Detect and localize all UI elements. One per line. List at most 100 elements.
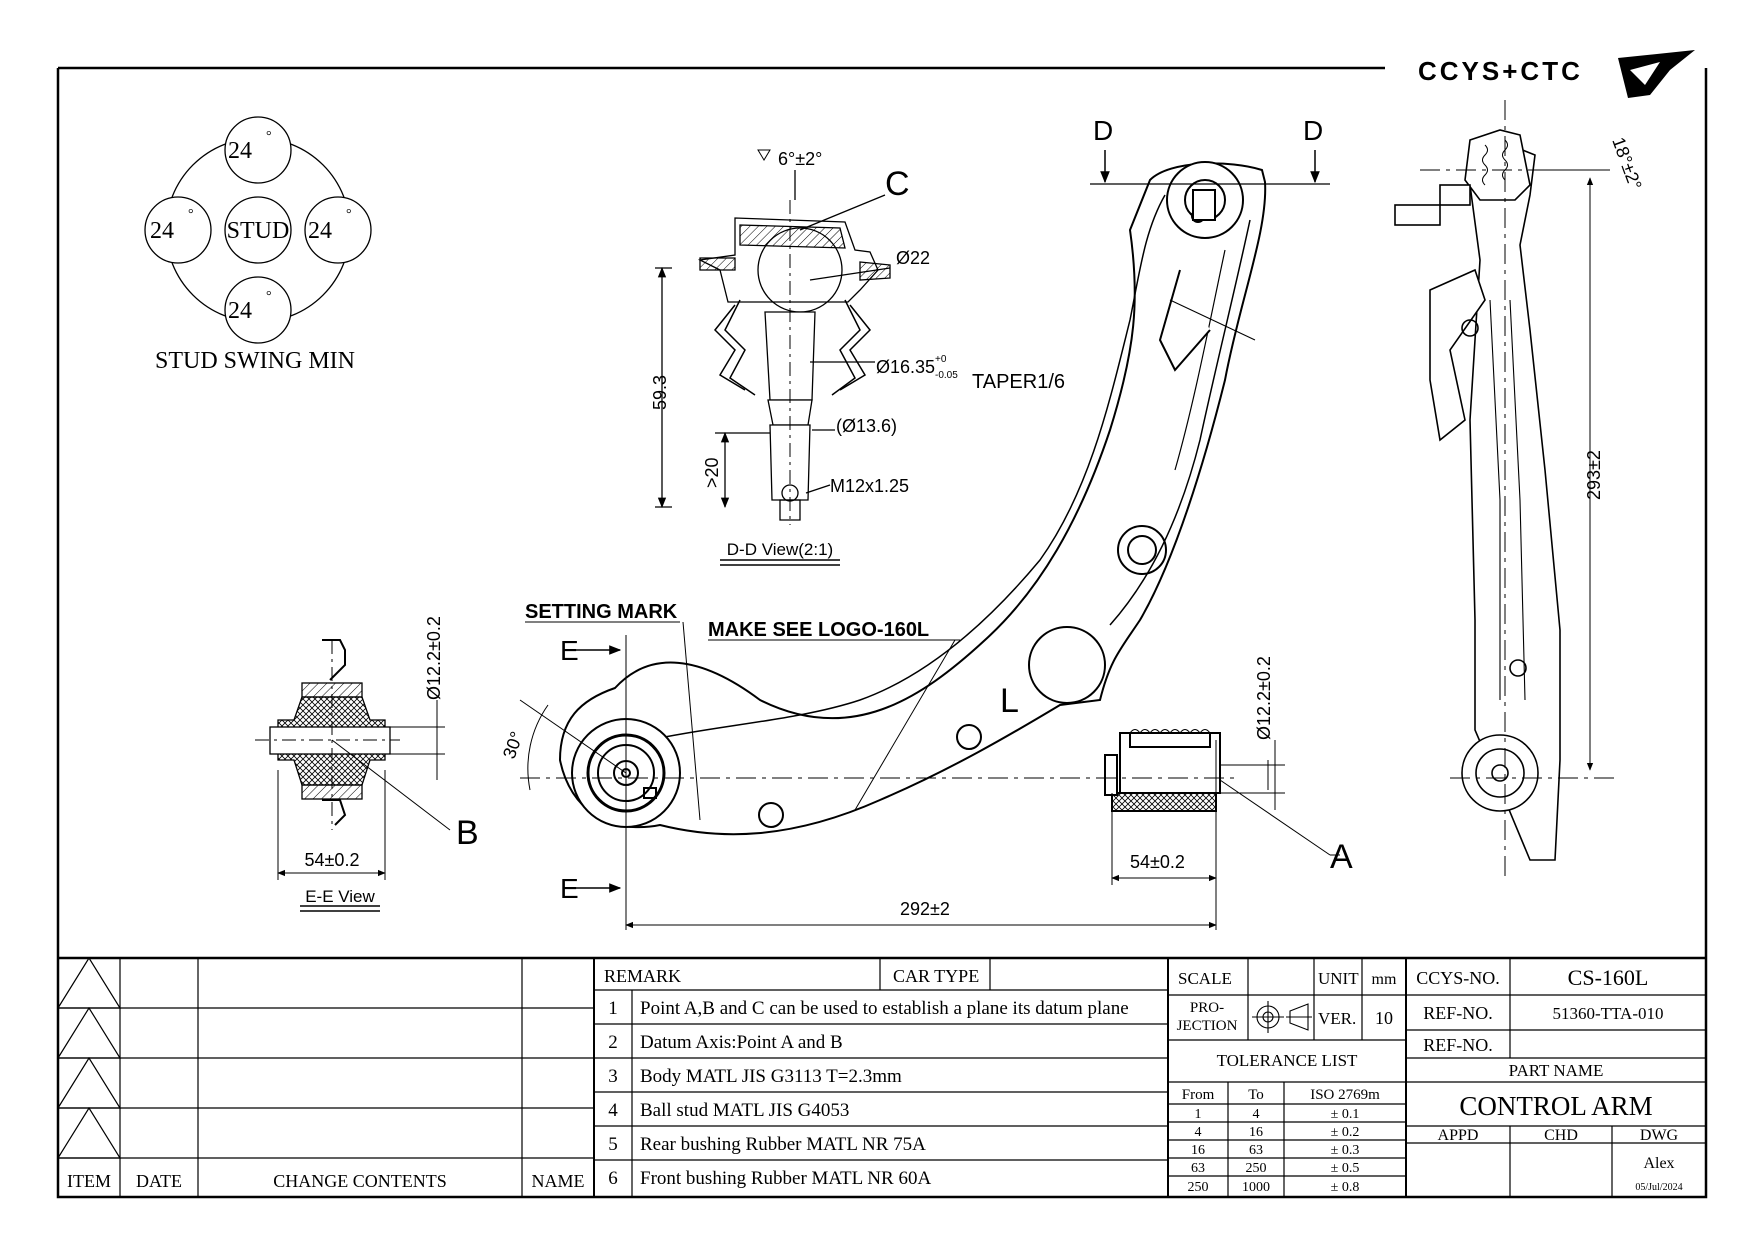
part-name-label: PART NAME xyxy=(1509,1061,1604,1080)
title-block-grid xyxy=(56,956,1706,1197)
ver-value: 10 xyxy=(1375,1008,1393,1028)
stud-swing-angle-right: 24 xyxy=(308,218,332,244)
rev-header-date: DATE xyxy=(136,1171,182,1191)
tolerance-cell: 1000 xyxy=(1242,1180,1270,1195)
tolerance-cell: 63 xyxy=(1249,1143,1263,1158)
remark-header: REMARK xyxy=(604,966,681,986)
rev-header-change-contents: CHANGE CONTENTS xyxy=(273,1171,447,1191)
tolerance-cell: 63 xyxy=(1191,1161,1205,1176)
dwg-label: DWG xyxy=(1640,1127,1679,1144)
chd-label: CHD xyxy=(1544,1127,1578,1144)
setting-mark-label: SETTING MARK xyxy=(525,601,678,623)
revision-table: ITEM DATE CHANGE CONTENTS NAME xyxy=(67,1171,585,1191)
remark-text: Body MATL JIS G3113 T=2.3mm xyxy=(640,1066,902,1087)
tolerance-cell: 250 xyxy=(1188,1180,1209,1195)
ccys-no-value: CS-160L xyxy=(1568,965,1649,990)
rev-header-item: ITEM xyxy=(67,1171,111,1191)
angle-18-label: 18°±2° xyxy=(1608,135,1645,193)
make-see-logo-label: MAKE SEE LOGO-160L xyxy=(708,619,929,641)
control-arm-main-view xyxy=(519,150,1340,930)
projection-symbol-icon xyxy=(1252,1001,1312,1033)
dim-54-right-label: 54±0.2 xyxy=(1130,852,1185,872)
remarks-table: REMARK CAR TYPE 1 Point A,B and C can be… xyxy=(604,966,1129,1189)
tolerance-header-iso: ISO 2769m xyxy=(1310,1087,1380,1103)
remark-no: 1 xyxy=(608,998,618,1019)
section-dd-labels: 6°±2° C Ø22 Ø16.35 +0 -0.05 TAPER1/6 (Ø1… xyxy=(650,149,1065,559)
length-20-label: >20 xyxy=(702,457,722,488)
degree-mark: ° xyxy=(266,289,272,304)
remark-no: 2 xyxy=(608,1032,618,1053)
tolerance-cell: ± 0.1 xyxy=(1331,1107,1360,1122)
cut-d-right: D xyxy=(1303,115,1323,146)
taper-tol-upper: +0 xyxy=(935,354,947,365)
taper-suffix-label: TAPER1/6 xyxy=(972,371,1065,393)
scale-label: SCALE xyxy=(1178,969,1232,988)
tolerance-cell: 250 xyxy=(1246,1161,1267,1176)
angle-30-label: 30° xyxy=(499,729,527,761)
ref-no-label: REF-NO. xyxy=(1423,1003,1493,1023)
ver-label: VER. xyxy=(1318,1009,1356,1028)
tolerance-cell: 16 xyxy=(1249,1125,1263,1140)
tolerance-cell: 4 xyxy=(1195,1125,1202,1140)
tolerance-cell: 4 xyxy=(1253,1107,1260,1122)
logo-text: CCYS+CTC xyxy=(1418,56,1583,86)
tolerance-cell: 1 xyxy=(1195,1107,1202,1122)
tolerance-cell: ± 0.5 xyxy=(1331,1161,1360,1176)
section-ee-view xyxy=(255,639,451,912)
cut-d-left: D xyxy=(1093,115,1113,146)
section-dd-view xyxy=(655,170,891,566)
taper-main-label: Ø16.35 xyxy=(876,357,935,377)
stud-swing-diagram: 24 24 24 24 STUD ° ° ° ° STUD SWING MIN xyxy=(144,116,372,374)
remark-text: Front bushing Rubber MATL NR 60A xyxy=(640,1168,931,1189)
dia-right-bushing-label: Ø12.2±0.2 xyxy=(1254,656,1274,740)
thread-label: M12x1.25 xyxy=(830,476,909,496)
remark-text: Point A,B and C can be used to establish… xyxy=(640,998,1129,1019)
rev-header-name: NAME xyxy=(532,1171,585,1191)
remark-no: 3 xyxy=(608,1066,618,1087)
stud-swing-angle-bottom: 24 xyxy=(228,298,252,324)
stud-swing-center: STUD xyxy=(227,218,290,244)
angle-note-6: 6°±2° xyxy=(778,149,822,169)
title-block: CCYS-NO. CS-160L REF-NO. 51360-TTA-010 R… xyxy=(1416,965,1682,1193)
projection-line1: PRO- xyxy=(1190,1000,1224,1016)
remark-no: 6 xyxy=(608,1168,618,1189)
remark-no: 5 xyxy=(608,1134,618,1155)
stud-swing-caption: STUD SWING MIN xyxy=(155,348,355,374)
scale-block: SCALE UNIT mm PRO- JECTION VER. 10 xyxy=(1177,969,1397,1034)
remark-no: 4 xyxy=(608,1100,618,1121)
cut-e-bottom: E xyxy=(560,873,579,904)
section-ee-title: E-E View xyxy=(305,887,375,906)
appd-label: APPD xyxy=(1438,1127,1479,1144)
tolerance-cell: 16 xyxy=(1191,1143,1205,1158)
degree-mark: ° xyxy=(266,129,272,144)
tolerance-title: TOLERANCE LIST xyxy=(1217,1051,1358,1070)
stud-swing-angle-top: 24 xyxy=(228,138,252,164)
part-name-value: CONTROL ARM xyxy=(1459,1091,1652,1121)
tolerance-header-to: To xyxy=(1248,1087,1264,1103)
car-type-header: CAR TYPE xyxy=(893,966,979,986)
dim-293-label: 293±2 xyxy=(1584,450,1604,500)
dwg-name: Alex xyxy=(1643,1155,1674,1172)
ccys-no-label: CCYS-NO. xyxy=(1416,968,1500,988)
side-view-labels: 18°±2° 293±2 xyxy=(1584,135,1646,500)
tolerance-list: TOLERANCE LIST From To ISO 2769m 1 4 ± 0… xyxy=(1182,1051,1380,1195)
degree-mark: ° xyxy=(346,207,352,222)
tolerance-cell: ± 0.8 xyxy=(1331,1180,1360,1195)
taper-tol-lower: -0.05 xyxy=(935,370,958,381)
unit-value: mm xyxy=(1372,971,1397,988)
ref-no-value: 51360-TTA-010 xyxy=(1552,1004,1663,1023)
side-view xyxy=(1394,100,1615,880)
dia-13-6-label: (Ø13.6) xyxy=(836,416,897,436)
height-59-3-label: 59.3 xyxy=(650,375,670,410)
tolerance-cell: ± 0.2 xyxy=(1331,1125,1360,1140)
tolerance-cell: ± 0.3 xyxy=(1331,1143,1360,1158)
callout-b: B xyxy=(456,814,479,852)
remark-text: Datum Axis:Point A and B xyxy=(640,1032,843,1053)
tolerance-header-from: From xyxy=(1182,1087,1215,1103)
stud-swing-angle-left: 24 xyxy=(150,218,174,244)
dim-292-label: 292±2 xyxy=(900,899,950,919)
callout-a: A xyxy=(1330,838,1353,876)
section-dd-title: D-D View(2:1) xyxy=(727,540,833,559)
remark-text: Rear bushing Rubber MATL NR 75A xyxy=(640,1134,926,1155)
